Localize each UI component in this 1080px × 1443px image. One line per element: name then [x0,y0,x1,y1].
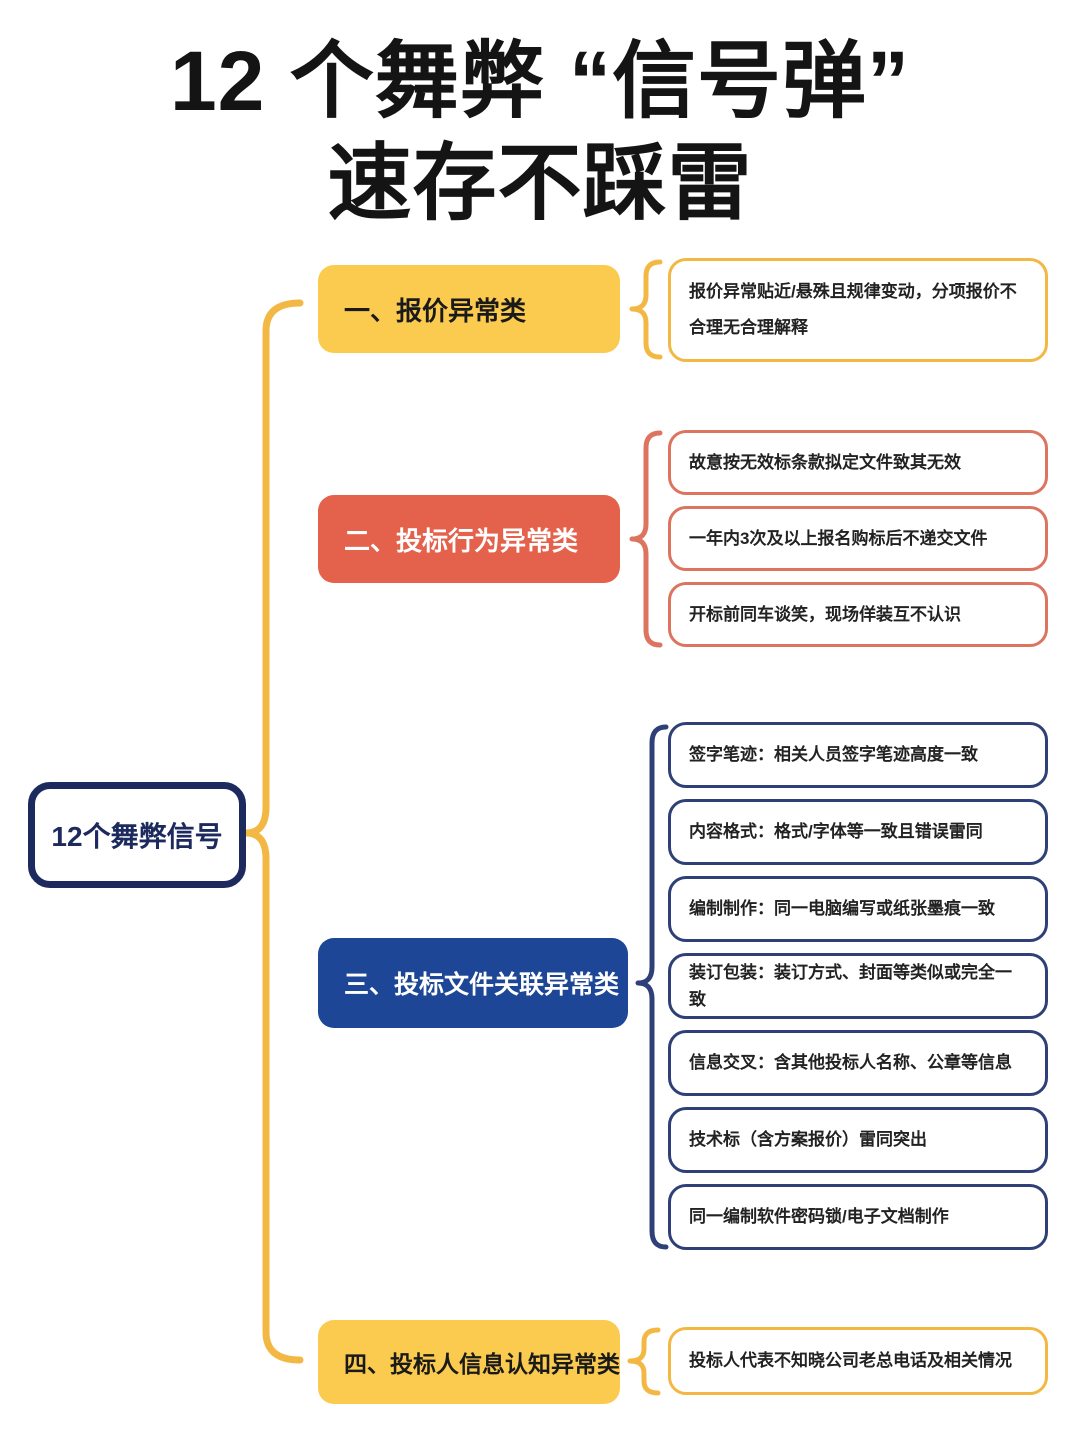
branch-3-leaf-2: 内容格式：格式/字体等一致且错误雷同 [668,799,1048,865]
branch-3-leaf-1: 签字笔迹：相关人员签字笔迹高度一致 [668,722,1048,788]
branch-3-leaf-4: 装订包装：装订方式、封面等类似或完全一致 [668,953,1048,1019]
branch-3-leaf-6: 技术标（含方案报价）雷同突出 [668,1107,1048,1173]
page-title-line2: 速存不踩雷 [327,136,753,230]
branch-1-category: 一、报价异常类 [318,265,620,353]
branch-1-brace [629,259,663,360]
branch-1-leaf-1: 报价异常贴近/悬殊且规律变动，分项报价不合理无合理解释 [668,258,1048,362]
branch-2-leaf-3: 开标前同车谈笑，现场佯装互不认识 [668,582,1048,647]
branch-4-brace [627,1327,661,1396]
branch-3-leaf-5: 信息交叉：含其他投标人名称、公章等信息 [668,1030,1048,1096]
page-title-line1: 12 个舞弊 “信号弹” [169,34,911,128]
branch-2-leaf-1: 故意按无效标条款拟定文件致其无效 [668,430,1048,495]
branch-2-category: 二、投标行为异常类 [318,495,620,583]
branch-2-brace [629,430,663,648]
root-brace [242,299,304,1364]
branch-3-brace [635,724,669,1250]
root-node: 12个舞弊信号 [28,782,246,888]
branch-4-leaf-1: 投标人代表不知晓公司老总电话及相关情况 [668,1327,1048,1395]
branch-3-leaf-3: 编制制作：同一电脑编写或纸张墨痕一致 [668,876,1048,942]
branch-3-leaf-7: 同一编制软件密码锁/电子文档制作 [668,1184,1048,1250]
branch-4-category: 四、投标人信息认知异常类 [318,1320,620,1404]
branch-2-leaf-2: 一年内3次及以上报名购标后不递交文件 [668,506,1048,571]
branch-3-category: 三、投标文件关联异常类 [318,938,628,1028]
page-title: 12 个舞弊 “信号弹”速存不踩雷 [0,30,1080,234]
